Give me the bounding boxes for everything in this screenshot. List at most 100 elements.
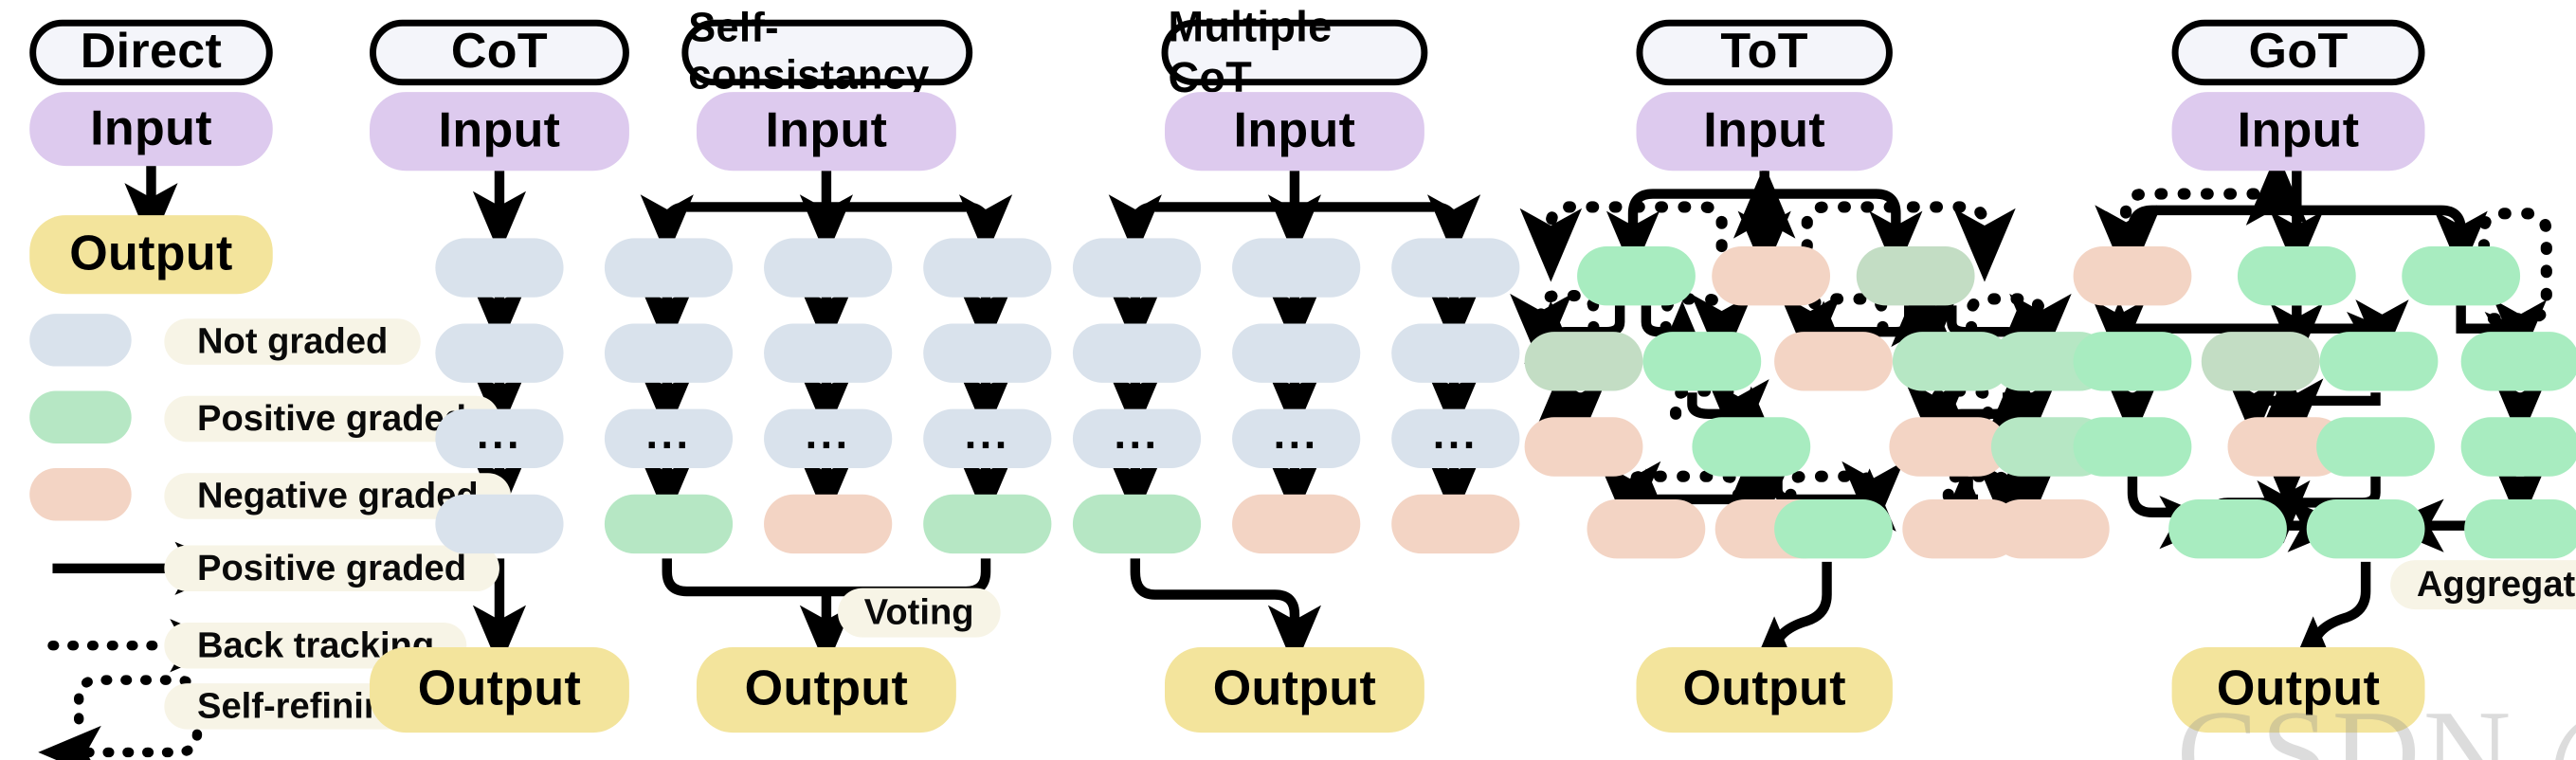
- cot-step-2: [435, 323, 564, 383]
- got-r4-n3-positive: [2464, 498, 2576, 559]
- legend-swatch-positive-graded: [29, 390, 132, 444]
- title-pill-self-consistancy: Self-consistancy: [681, 5, 973, 99]
- mcot-b1-step-ellipsis: ...: [1072, 408, 1202, 469]
- watermark: CSDN @三谷秋水: [2176, 686, 2576, 760]
- got-input-label: Input: [2237, 103, 2360, 158]
- tot-l4-n1-negative: [1587, 498, 1706, 559]
- tot-l2-n1-positive: [1524, 332, 1643, 391]
- mcot-b2-step-ellipsis: ...: [1232, 408, 1361, 469]
- self-consistancy-input-label: Input: [765, 103, 888, 158]
- got-r2-n4-positive: [2460, 332, 2576, 391]
- cot-step-1: [435, 238, 564, 298]
- multiple-cot-output-node: Output: [1164, 646, 1424, 733]
- got-r2-n1-positive: [2073, 332, 2192, 391]
- got-r4-n2-positive: [2306, 498, 2425, 559]
- mcot-b1-step-2: [1072, 323, 1202, 383]
- tot-l3-n2-positive: [1692, 417, 1811, 477]
- legend-label-positive-arrow: Positive graded: [164, 545, 499, 592]
- cot-step-ellipsis: ...: [435, 408, 564, 469]
- tot-l2-n2-positive: [1642, 332, 1762, 391]
- got-input-node: Input: [2171, 92, 2425, 172]
- self-consistancy-input-node: Input: [696, 92, 956, 172]
- direct-output-label: Output: [69, 226, 233, 281]
- tot-l4-n3-positive: [1774, 498, 1893, 559]
- got-output-label: Output: [2216, 661, 2381, 716]
- mcot-b3-step-2: [1391, 323, 1520, 383]
- tot-input-node: Input: [1636, 92, 1893, 172]
- got-r2-n2-positive: [2201, 332, 2320, 391]
- mcot-b1-ellipsis-label: ...: [1114, 408, 1160, 459]
- mcot-b1-step-1: [1072, 238, 1202, 298]
- got-r1-n3-positive: [2402, 246, 2521, 306]
- mcot-b3-result-negative: [1391, 494, 1520, 554]
- direct-input-node: Input: [29, 92, 273, 167]
- sc-b2-step-ellipsis: ...: [764, 408, 893, 469]
- mcot-b1-result-positive: [1072, 494, 1202, 554]
- tot-l2-n3-negative: [1774, 332, 1893, 391]
- sc-b3-result-positive: [923, 494, 1052, 554]
- got-r3-n3-positive: [2316, 417, 2435, 477]
- legend-swatch-not-graded: [29, 314, 132, 367]
- tot-l3-n1-negative: [1524, 417, 1643, 477]
- cot-input-label: Input: [438, 103, 561, 158]
- sc-b2-step-2: [764, 323, 893, 383]
- mcot-b3-step-1: [1391, 238, 1520, 298]
- sc-b2-ellipsis-label: ...: [805, 408, 851, 459]
- title-pill-direct: Direct: [29, 19, 273, 86]
- tot-output-label: Output: [1682, 661, 1846, 716]
- title-text-self-consistancy: Self-consistancy: [688, 5, 930, 100]
- mcot-b2-result-negative: [1232, 494, 1361, 554]
- sc-b1-step-1: [604, 238, 734, 298]
- tot-l3-n3-negative: [1889, 417, 2008, 477]
- sc-b3-step-ellipsis: ...: [923, 408, 1052, 469]
- cot-ellipsis-label: ...: [476, 408, 522, 459]
- sc-b1-step-2: [604, 323, 734, 383]
- cot-input-node: Input: [370, 92, 629, 172]
- cot-output-node: Output: [370, 646, 629, 733]
- tot-l1-n3-positive: [1856, 246, 1975, 306]
- got-r4-n1-positive: [2168, 498, 2287, 559]
- self-consistancy-output-label: Output: [744, 661, 909, 716]
- title-text-cot: CoT: [450, 25, 549, 80]
- title-text-multiple-cot: Multiple CoT: [1168, 1, 1333, 102]
- tot-l4-n5-negative: [1990, 498, 2110, 559]
- title-text-direct: Direct: [80, 25, 223, 80]
- title-text-tot: ToT: [1720, 25, 1808, 80]
- sc-b1-step-ellipsis: ...: [604, 408, 734, 469]
- title-pill-tot: ToT: [1636, 19, 1893, 86]
- legend-label-not-graded: Not graded: [164, 318, 421, 365]
- mcot-b3-ellipsis-label: ...: [1432, 408, 1478, 459]
- sc-b3-ellipsis-label: ...: [964, 408, 1010, 459]
- mcot-b2-ellipsis-label: ...: [1273, 408, 1319, 459]
- sc-b1-result-positive: [604, 494, 734, 554]
- multiple-cot-input-node: Input: [1164, 92, 1424, 172]
- multiple-cot-output-label: Output: [1212, 661, 1377, 716]
- got-r2-n3-positive: [2319, 332, 2439, 391]
- title-pill-got: GoT: [2171, 19, 2425, 86]
- sc-b2-result-negative: [764, 494, 893, 554]
- multiple-cot-input-label: Input: [1233, 103, 1356, 158]
- tot-l1-n1-positive: [1577, 246, 1696, 306]
- direct-output-node: Output: [29, 215, 273, 295]
- legend-swatch-negative-graded: [29, 468, 132, 521]
- tot-l1-n2-negative: [1712, 246, 1831, 306]
- title-pill-cot: CoT: [370, 19, 629, 86]
- direct-input-label: Input: [90, 100, 212, 155]
- got-r3-n4-positive: [2460, 417, 2576, 477]
- sc-b2-step-1: [764, 238, 893, 298]
- tot-output-node: Output: [1636, 646, 1893, 733]
- mcot-b3-step-ellipsis: ...: [1391, 408, 1520, 469]
- mcot-b2-step-2: [1232, 323, 1361, 383]
- got-r1-n1-negative: [2073, 246, 2192, 306]
- cot-output-label: Output: [417, 661, 582, 716]
- got-r1-n2-positive: [2237, 246, 2356, 306]
- mcot-b2-step-1: [1232, 238, 1361, 298]
- voting-tag: Voting: [838, 588, 1001, 638]
- sc-b3-step-2: [923, 323, 1052, 383]
- aggregation-tag: Aggregation: [2390, 560, 2576, 610]
- sc-b1-ellipsis-label: ...: [645, 408, 692, 459]
- title-text-got: GoT: [2248, 25, 2349, 80]
- tot-input-label: Input: [1703, 103, 1826, 158]
- legend-label-negative-graded: Negative graded: [164, 473, 512, 519]
